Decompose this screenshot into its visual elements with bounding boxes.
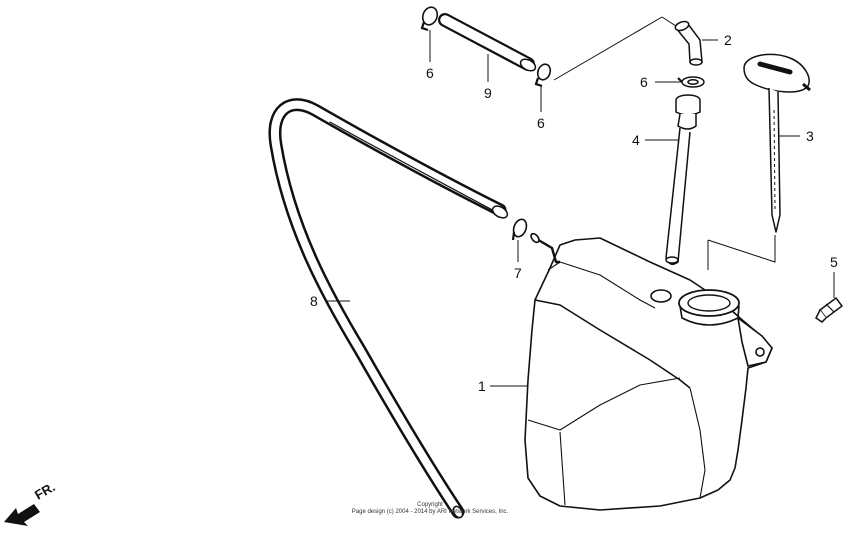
callout-2: 2 <box>724 32 732 48</box>
grommet-part-5 <box>815 296 844 323</box>
hose-clamp-part-6-left <box>420 6 439 32</box>
elbow-joint-part-2 <box>674 20 703 66</box>
overflow-hose-part-8 <box>268 98 509 519</box>
callout-9: 9 <box>484 85 492 101</box>
level-gauge-part-3 <box>743 53 811 233</box>
callout-6-left: 6 <box>426 65 434 81</box>
callout-6-right: 6 <box>640 74 648 90</box>
callout-5: 5 <box>830 254 838 270</box>
callout-6-middle: 6 <box>537 115 545 131</box>
callout-4: 4 <box>632 132 640 148</box>
hose-clamp-part-7 <box>511 218 528 241</box>
callout-3: 3 <box>806 128 814 144</box>
reserve-tank-part-1 <box>524 232 773 511</box>
breather-hose-part-9 <box>438 13 537 72</box>
callout-labels: 1 2 3 4 5 6 6 6 7 8 9 <box>310 32 838 394</box>
front-arrow-icon <box>4 504 40 526</box>
copyright-notice: Copyright Page design (c) 2004 - 2014 by… <box>320 502 540 516</box>
copyright-line-1: Copyright <box>417 502 443 508</box>
feed-tube-part-4 <box>665 94 701 265</box>
callout-8: 8 <box>310 293 318 309</box>
clip-part-6-upper-right <box>677 76 705 88</box>
front-direction-indicator: FR. <box>4 479 58 526</box>
leader-lines <box>326 16 835 387</box>
callout-1: 1 <box>478 378 486 394</box>
copyright-line-2: Page design (c) 2004 - 2014 by ARI Netwo… <box>351 509 509 515</box>
callout-7: 7 <box>514 265 522 281</box>
hose-clamp-part-6-middle <box>534 63 552 88</box>
front-direction-label: FR. <box>32 479 58 502</box>
